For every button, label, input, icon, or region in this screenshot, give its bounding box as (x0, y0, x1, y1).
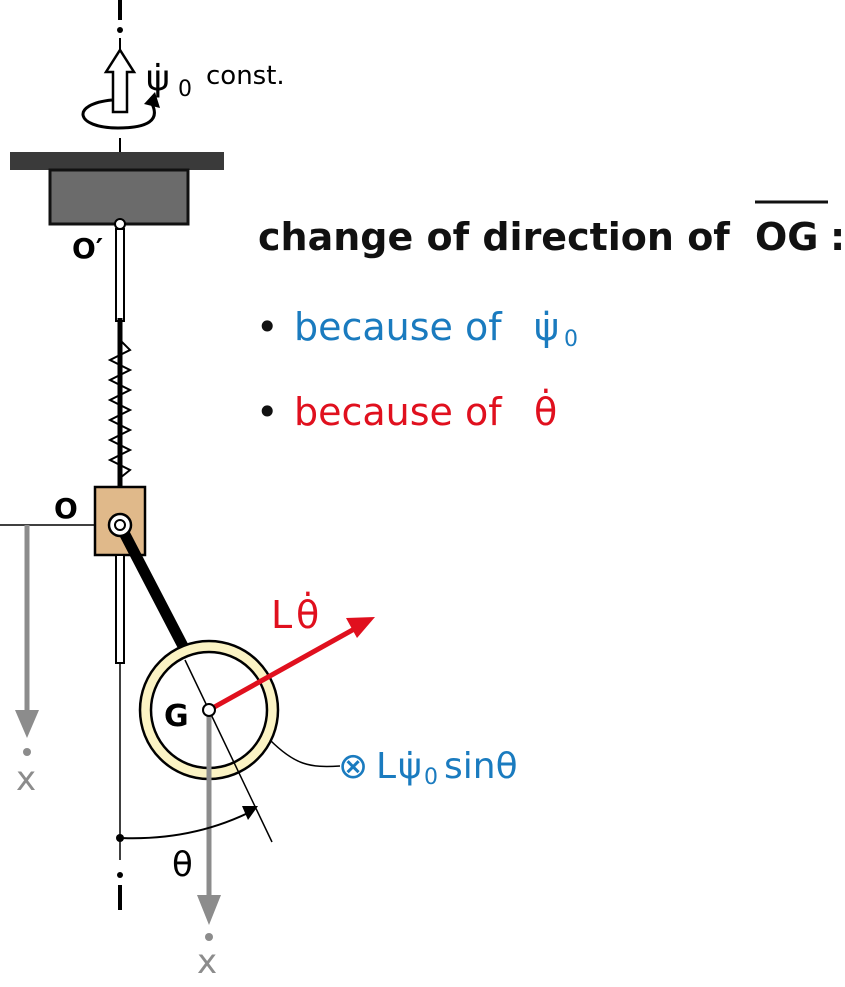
spin-vector-arrow (103, 47, 137, 114)
lower-rod (115, 554, 125, 664)
bullet-2-text: because of (294, 390, 503, 434)
pendulum-arm (115, 522, 190, 653)
l-psi-sin-marker: ⊗ (338, 746, 368, 787)
spring-coil (107, 339, 133, 479)
upper-rod (115, 228, 125, 322)
og-direction-line (184, 659, 273, 843)
l-psi-sin-prefix: L (376, 746, 396, 787)
x-axis-left-label: x (16, 759, 36, 799)
center-g (202, 703, 216, 717)
bullet-1-subscript: 0 (564, 327, 578, 352)
rotation-curl-arrowhead (144, 92, 160, 108)
x-axis-bottom-label: x (197, 942, 217, 982)
spin-rate-const: const. (206, 61, 285, 91)
l-psi-sin-suffix: sinθ (444, 746, 518, 787)
theta-arc (119, 809, 255, 840)
theta-label: θ (172, 845, 193, 885)
leader-line (269, 739, 341, 768)
l-theta-dot-vector (207, 620, 367, 713)
x-axis-left-dot (23, 748, 31, 756)
l-theta-dot-prefix: L (271, 593, 292, 637)
spin-rate-subscript: 0 (178, 77, 192, 102)
label-o-prime: O′ (72, 232, 103, 265)
bullet-2-marker: • (256, 390, 278, 434)
l-psi-sin-subscript: 0 (424, 765, 438, 790)
pivot-o-inner (114, 519, 126, 531)
support-block (48, 168, 190, 226)
bullet-1-marker: • (256, 305, 278, 349)
heading-segment: OG (755, 215, 819, 259)
rotation-curl-arrow (81, 98, 156, 130)
l-theta-dot-arrowhead (346, 617, 375, 638)
label-o: O (54, 492, 78, 525)
bullet-1-symbol: ψ̇ (534, 305, 559, 349)
spin-rate-symbol: ψ̇ (146, 58, 170, 99)
pivot-o-prime (114, 218, 126, 230)
x-axis-bottom-dot (205, 933, 213, 941)
heading-text: change of direction of (258, 215, 730, 259)
axis-dot-bottom (117, 872, 123, 878)
l-theta-dot-symbol: θ̇ (296, 592, 319, 637)
axis-dot-top (117, 27, 123, 33)
ceiling-plate (10, 152, 224, 170)
label-g: G (164, 699, 189, 734)
x-axis-left-arrowhead (15, 710, 39, 738)
theta-arc-arrowhead (242, 806, 258, 820)
bullet-2-symbol: θ̇ (534, 389, 557, 434)
l-psi-sin-symbol: ψ̇ (398, 746, 422, 787)
bullet-1-text: because of (294, 305, 503, 349)
x-axis-bottom-arrowhead (197, 895, 221, 925)
heading-colon: : (830, 215, 845, 259)
